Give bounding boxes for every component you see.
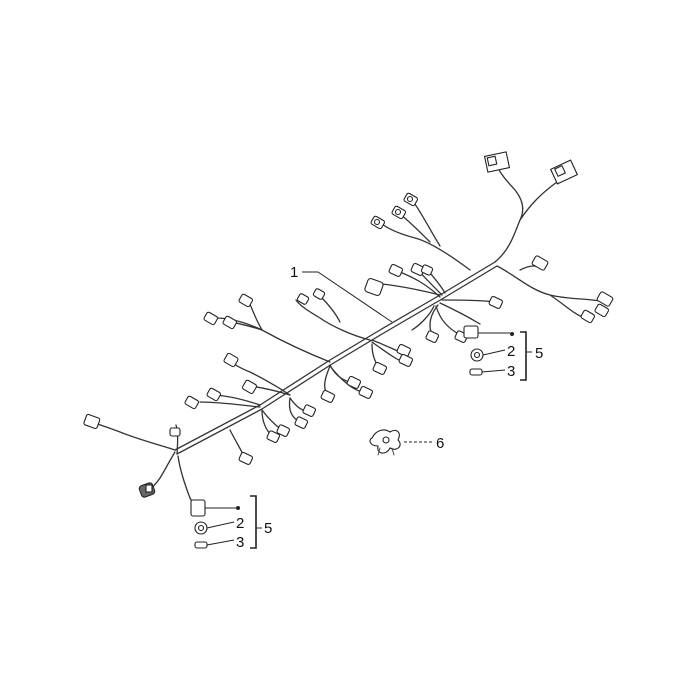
harness-clip [369,429,433,456]
relay-box-upper [463,325,479,339]
bracket-upper [520,331,527,381]
connector-r3 [580,309,596,324]
upper-relay-group [469,332,514,376]
leader-1 [302,271,393,323]
right-branch [496,255,614,324]
lower-left-cluster [184,352,317,465]
upper-left-cluster [370,192,471,271]
lower-relay-group [189,497,240,549]
callout-lower-3: 3 [236,534,244,551]
bracket-lower [250,495,257,549]
mid-cluster [295,288,414,375]
callout-upper-5: 5 [535,345,543,362]
callout-lower-2: 2 [236,515,244,532]
callout-upper-3: 3 [507,363,515,380]
callout-lower-5: 5 [264,520,272,537]
harness-trunk [174,261,498,455]
left-mid-cluster [203,293,374,403]
callout-upper-2: 2 [507,343,515,360]
relay-box-lower [190,499,206,517]
callout-1: 1 [290,264,298,281]
connector-r2 [596,291,614,307]
left-end-branch [83,413,191,499]
connector-r1 [531,255,549,271]
central-junction [364,262,504,343]
callout-6: 6 [436,435,444,452]
upper-connector-branch [483,151,579,263]
